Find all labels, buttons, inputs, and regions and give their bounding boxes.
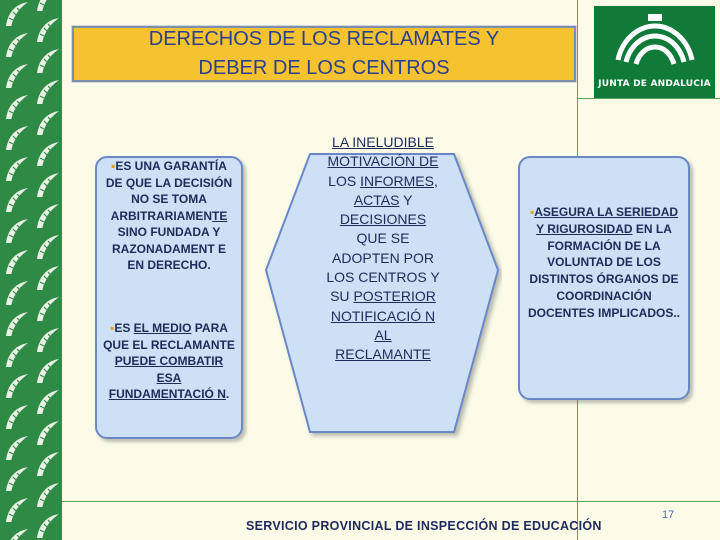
right-panel: ▪ASEGURA LA SERIEDAD Y RIGUROSIDAD EN LA…	[518, 156, 690, 400]
right-text-c: ..	[673, 306, 680, 320]
left-panel-item-1: ▪ES UNA GARANTÍA DE QUE LA DECISIÓN NO S…	[103, 158, 235, 274]
footer-text: SERVICIO PROVINCIAL DE INSPECCIÓN DE EDU…	[246, 519, 602, 533]
mid-text-e: ACTAS	[354, 192, 400, 208]
left-text-1c: SINO FUNDADA Y RAZONADAMENT E EN DERECHO…	[112, 225, 226, 272]
leaf-pattern-icon	[0, 0, 62, 540]
mid-text-g: DECISIONES	[340, 211, 426, 227]
junta-andalucia-logo: JUNTA DE ANDALUCIA	[594, 6, 715, 98]
logo-text: JUNTA DE ANDALUCIA	[594, 79, 715, 89]
left-panel-item-2: ▪ES EL MEDIO PARA QUE EL RECLAMANTE PUED…	[103, 320, 235, 403]
logo-emblem-icon	[612, 14, 698, 76]
mid-text-a: LA INELUDIBLE MOTIVACIÓN DE	[328, 134, 439, 169]
divider-horizontal	[577, 98, 720, 99]
page-title: DERECHOS DE LOS RECLAMATES Y DEBER DE LO…	[94, 25, 554, 83]
left-panel: ▪ES UNA GARANTÍA DE QUE LA DECISIÓN NO S…	[95, 156, 243, 439]
mid-text-b: LOS	[328, 173, 360, 189]
divider-bottom	[62, 501, 720, 502]
right-panel-item: ▪ASEGURA LA SERIEDAD Y RIGUROSIDAD EN LA…	[528, 204, 680, 322]
right-text-b: EN LA FORMACIÓN DE LA VOLUNTAD DE LOS DI…	[528, 222, 679, 320]
left-text-2d: PUEDE COMBATIR ESA FUNDAMENTACIÓ N	[109, 354, 226, 401]
left-text-2e: .	[226, 387, 229, 401]
title-line-1: DERECHOS DE LOS RECLAMATES Y	[149, 28, 499, 50]
mid-text-f: Y	[399, 192, 412, 208]
decorative-side-strip	[0, 0, 62, 540]
middle-panel-text: LA INELUDIBLE MOTIVACIÓN DE LOS INFORMES…	[325, 133, 441, 365]
title-banner: DERECHOS DE LOS RECLAMATES Y DEBER DE LO…	[72, 26, 576, 82]
left-text-2b: EL MEDIO	[134, 321, 192, 335]
page-number: 17	[662, 509, 674, 521]
left-text-1b: TE	[212, 209, 227, 223]
title-line-2: DEBER DE LOS CENTROS	[198, 57, 449, 79]
left-text-2a: ES	[114, 321, 133, 335]
mid-text-c: INFORMES,	[360, 173, 438, 189]
